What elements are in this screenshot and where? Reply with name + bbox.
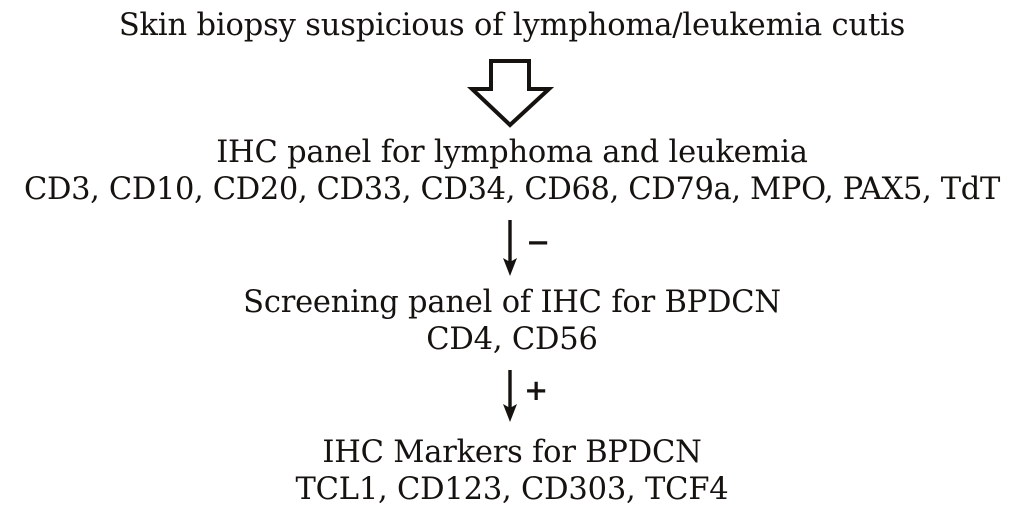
flow-node-bpdcn-markers: IHC Markers for BPDCN TCL1, CD123, CD303…	[0, 435, 1024, 508]
down-arrow-icon	[503, 370, 517, 422]
skin-biopsy-text: Skin biopsy suspicious of lymphoma/leuke…	[118, 8, 906, 43]
hollow-down-block-arrow-svg	[466, 59, 555, 128]
ihc-panel-markers: CD3, CD10, CD20, CD33, CD34, CD68, CD79a…	[24, 172, 1000, 208]
positive-sign-label: +	[524, 373, 549, 407]
ihc-panel-heading: IHC panel for lymphoma and leukemia	[216, 135, 808, 170]
down-arrow-icon	[503, 220, 517, 276]
connector-positive: +	[452, 368, 572, 428]
flow-node-skin-biopsy: Skin biopsy suspicious of lymphoma/leuke…	[0, 8, 1024, 43]
flow-node-ihc-panel: IHC panel for lymphoma and leukemia CD3,…	[0, 135, 1024, 208]
negative-sign-label: −	[526, 225, 551, 259]
hollow-down-block-arrow-icon	[463, 57, 559, 129]
connector-negative: −	[452, 218, 572, 278]
screening-panel-markers: CD4, CD56	[426, 322, 598, 358]
screening-panel-heading: Screening panel of IHC for BPDCN	[243, 285, 781, 320]
bpdcn-markers-list: TCL1, CD123, CD303, TCF4	[295, 472, 729, 508]
flow-node-screening-panel: Screening panel of IHC for BPDCN CD4, CD…	[0, 285, 1024, 358]
bpdcn-markers-heading: IHC Markers for BPDCN	[322, 435, 702, 470]
